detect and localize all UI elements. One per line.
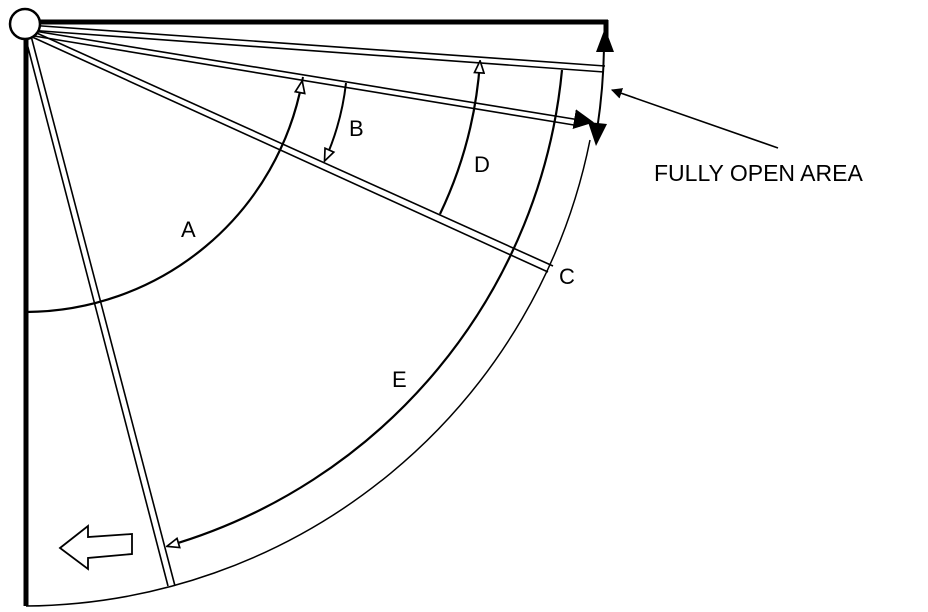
label-fully-open-area: FULLY OPEN AREA [654, 160, 863, 186]
label-c: C [559, 264, 575, 289]
arc-e [168, 69, 564, 546]
door-leaf-open-arrow [27, 29, 594, 129]
label-a: A [181, 217, 196, 242]
fully-open-area-arrowhead-top [596, 28, 614, 52]
arc-a-stem [301, 76, 304, 83]
label-b: B [349, 116, 364, 141]
door-leaf-open-arrow-edge [27, 34, 581, 127]
outer-swing-arc [25, 139, 591, 607]
arc-d [439, 62, 480, 215]
door-leaf-full-swing [23, 31, 169, 587]
left-arrow-icon [58, 524, 133, 571]
label-e: E [392, 367, 407, 392]
door-leaf-position-c [29, 29, 554, 267]
arc-b [325, 82, 347, 160]
pivot-circle-icon [8, 7, 42, 41]
fully-open-area-arrowhead-bottom [588, 122, 607, 146]
arc-a [25, 82, 302, 314]
door-leaf-position-c-edge [29, 35, 549, 273]
label-d: D [474, 152, 490, 177]
door-leaf-closed [27, 24, 606, 67]
fully-open-area-leader [610, 88, 779, 149]
door-leaf-full-swing-edge [29, 31, 176, 587]
fully-open-area-arc [596, 47, 605, 131]
door-leaf-closed-edge [27, 29, 605, 73]
